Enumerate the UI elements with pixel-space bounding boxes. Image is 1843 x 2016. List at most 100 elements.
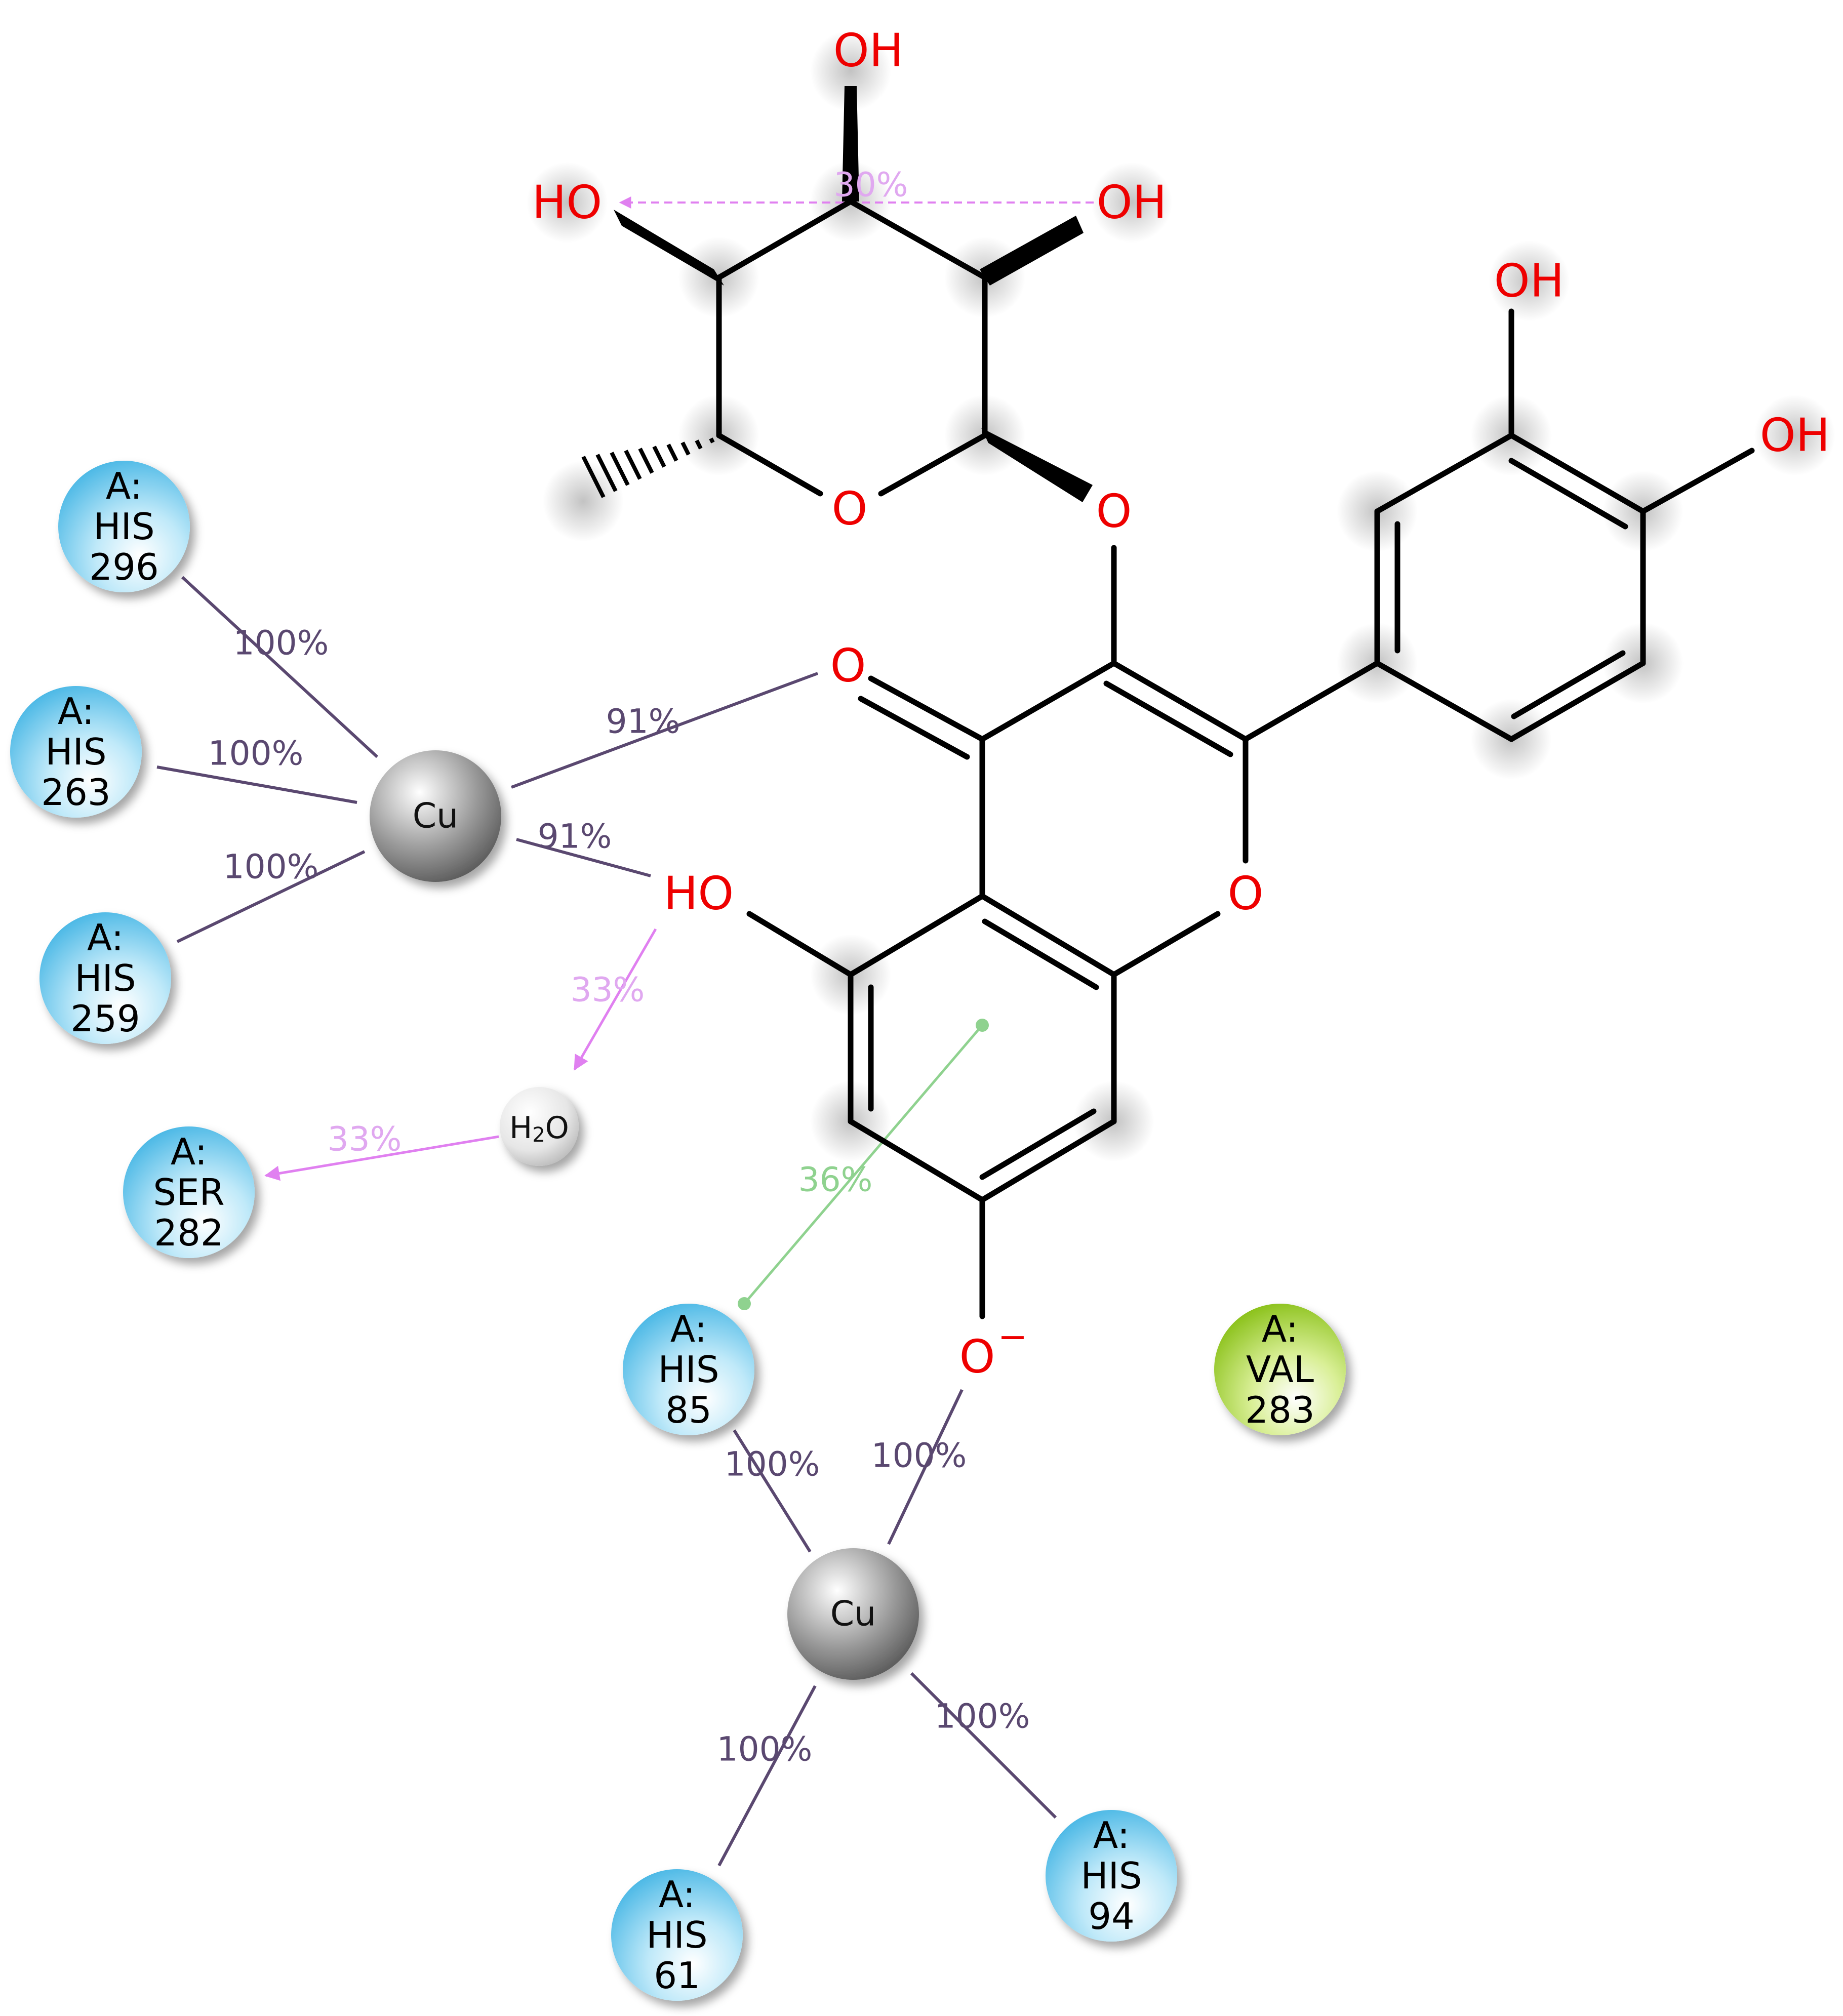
atom-label-oh-right: OH <box>1097 176 1167 229</box>
residue-number: 61 <box>654 1954 700 1997</box>
residue-sphere <box>10 686 142 818</box>
residue-chain: A: <box>106 465 142 507</box>
residue-name: HIS <box>74 957 136 999</box>
residue-name: SER <box>153 1171 224 1214</box>
pct-label-hbond-intramolecular: 30% <box>834 166 908 205</box>
bond <box>868 675 985 742</box>
pct-label-metal-his85-cu2: 100% <box>725 1445 820 1484</box>
residue-chain: A: <box>58 690 94 733</box>
residue-name: VAL <box>1246 1348 1314 1391</box>
atom-halo <box>1754 395 1835 476</box>
bond <box>746 911 854 978</box>
pct-label-metal-cu1-carbonyl: 91% <box>606 702 680 741</box>
residue-chain: A: <box>1262 1308 1298 1350</box>
metal-sphere <box>370 750 501 882</box>
pct-label-metal-cu2-his61: 100% <box>717 1730 813 1769</box>
pct-label-metal-cu1-ho5: 91% <box>538 817 612 856</box>
residue-spheres: A: HIS 296 A: HIS 263 A: HIS 259 A: SER … <box>10 461 1346 2001</box>
bond <box>716 432 823 497</box>
atom-halo <box>1091 162 1172 243</box>
atom-label-o-carbonyl: O <box>830 639 866 693</box>
metal-his85-cu2-line <box>733 1429 812 1553</box>
metal-cu1-carbonyl-line <box>510 672 819 789</box>
bond <box>1111 911 1221 978</box>
residue-sphere <box>39 912 171 1044</box>
metal-cu2-his94-line <box>910 1672 1057 1819</box>
residue-sphere <box>1214 1304 1346 1435</box>
bond <box>1374 432 1514 514</box>
pct-label-metal-cu2-his94: 100% <box>935 1697 1030 1736</box>
atom-halo <box>1489 240 1570 321</box>
atom-labels: OH HO OH O O OH OH O O HO O − <box>532 24 1830 1384</box>
hash-bond <box>581 437 715 498</box>
wedge-bond <box>842 86 859 201</box>
atom-label-ho-5: HO <box>664 867 734 920</box>
pct-label-metal-his296-cu1: 100% <box>233 624 329 663</box>
water-molecule: H2O <box>500 1087 579 1166</box>
pct-label-pi-his85-ring: 36% <box>798 1160 873 1199</box>
metal-his259-cu1-line <box>176 850 366 943</box>
atom-label-ho-left: HO <box>532 176 603 229</box>
bond <box>878 432 988 497</box>
atom-label-o-pyran: O <box>1228 867 1264 920</box>
metal-sphere <box>787 1548 919 1680</box>
hbond-ho5-water-line <box>573 928 657 1071</box>
atom-label-o-glycosidic: O <box>1096 485 1132 538</box>
bond <box>979 893 1117 978</box>
residue-chain: A: <box>171 1131 207 1173</box>
bond <box>858 696 970 760</box>
wedge-bond <box>981 428 1093 502</box>
atom-halos <box>527 30 1835 1162</box>
residue-number: 296 <box>89 546 158 588</box>
residue-number: 259 <box>70 997 140 1040</box>
pi-ring-centroid <box>976 1019 989 1032</box>
bond <box>1511 650 1626 719</box>
residue-sphere <box>1046 1810 1177 1942</box>
residue-sphere <box>611 1869 743 2001</box>
pct-label-metal-his263-cu1: 100% <box>208 734 304 773</box>
metal-label: Cu <box>830 1594 876 1634</box>
bond <box>848 893 985 978</box>
metal-cu1-ho5-line <box>516 838 651 877</box>
residue-number: 282 <box>154 1212 223 1254</box>
residue-sphere <box>58 461 190 592</box>
bond <box>1508 660 1646 742</box>
residue-number: 85 <box>665 1389 712 1431</box>
residue-name: HIS <box>93 505 154 548</box>
bond <box>848 1118 985 1203</box>
metal-cu-1: Cu <box>370 750 501 882</box>
residue-chain: A: <box>87 916 124 959</box>
residue-name: HIS <box>658 1348 719 1391</box>
residue-chain: A: <box>1093 1814 1130 1857</box>
atom-halo <box>543 461 624 542</box>
residue-chain: A: <box>670 1308 707 1350</box>
metal-phenolate-cu2-line <box>887 1389 964 1545</box>
atom-halo <box>527 162 608 243</box>
interaction-lines <box>156 196 1094 1867</box>
bond <box>716 198 854 280</box>
residue-sphere <box>623 1304 754 1435</box>
metal-cu2-his61-line <box>717 1685 817 1867</box>
atom-label-o-sugar-ring: O <box>832 482 868 536</box>
pct-label-metal-phenolate-cu2: 100% <box>871 1436 967 1475</box>
bond <box>982 918 1099 990</box>
charge-label: − <box>998 1316 1028 1357</box>
atom-label-oh-top: OH <box>833 24 904 77</box>
pi-residue-point <box>738 1297 751 1310</box>
wedge-bond <box>980 216 1084 286</box>
pct-label-hbond-water-ser282: 33% <box>328 1120 402 1159</box>
bond <box>1103 680 1233 757</box>
bond <box>1508 458 1628 530</box>
residue-sphere <box>123 1126 255 1258</box>
residue-his-61: A: HIS 61 <box>611 1869 743 2001</box>
interaction-labels: 30% 100% 100% 100% 91% 91% 33% 33% 36% 1… <box>208 166 1030 1769</box>
residue-number: 94 <box>1088 1895 1135 1938</box>
metal-label: Cu <box>413 796 459 836</box>
atom-label-oh-catechol-3: OH <box>1494 255 1565 308</box>
atom-halo <box>810 30 891 111</box>
residue-val-283: A: VAL 283 <box>1214 1304 1346 1435</box>
bond <box>979 660 1117 742</box>
pi-his85-ring-line <box>743 1024 983 1305</box>
residue-name: HIS <box>45 731 106 773</box>
